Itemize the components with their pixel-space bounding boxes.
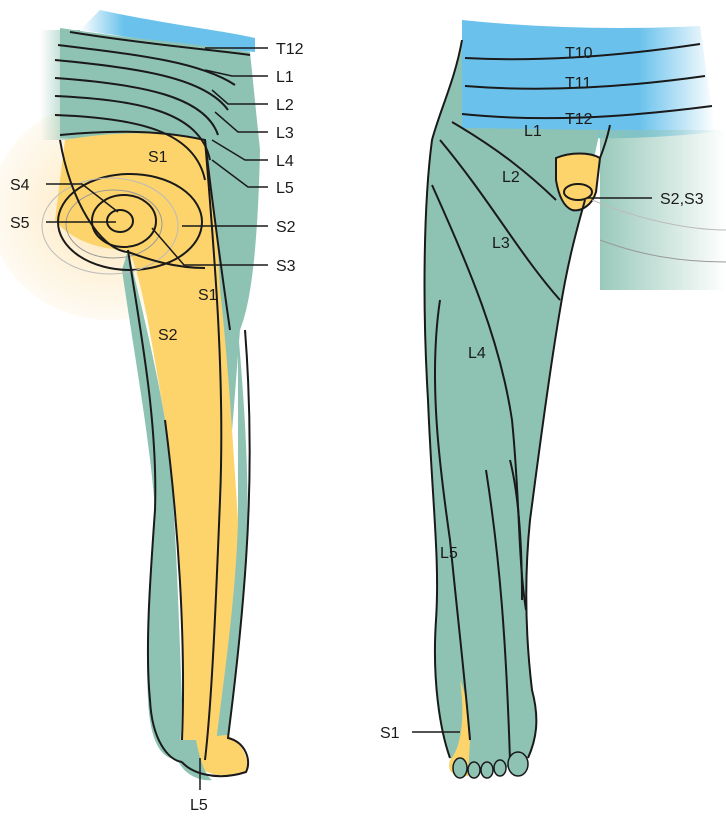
anterior-region-l5: L5 [440,545,458,562]
callout-l5: L5 [276,180,294,197]
callout-s2: S2 [276,219,296,236]
toe-2 [468,762,480,778]
callout-s4: S4 [10,177,30,194]
toe-1 [453,758,467,778]
callout-l5-foot: L5 [190,797,208,814]
posterior-region-s2: S2 [158,327,178,344]
posterior-region-s1-lower: S1 [198,287,218,304]
callout-l1: L1 [276,69,294,86]
anterior-view: T10 T11 T12 L1 L2 L3 L4 L5 S2,S3 S1 [380,20,726,778]
posterior-region-s1-upper: S1 [148,149,168,166]
anterior-region-t12: T12 [565,111,593,128]
toe-4 [494,760,506,776]
anterior-region-l3: L3 [492,235,510,252]
anterior-region-t11: T11 [565,75,591,92]
anterior-region-l1: L1 [524,123,542,140]
callout-s2s3: S2,S3 [660,191,704,208]
toe-5 [508,752,528,776]
callout-l4: L4 [276,153,294,170]
toe-3 [481,762,493,778]
anterior-leg-teal [425,40,600,770]
anterior-region-l4: L4 [468,345,486,362]
callout-l2: L2 [276,97,294,114]
posterior-view: S1 S1 S2 T12 L1 L2 L3 L4 L5 S4 S5 S2 S3 … [0,10,304,814]
callout-t12: T12 [276,41,304,58]
anterior-region-t10: T10 [565,45,593,62]
callout-l3: L3 [276,125,294,142]
anterior-region-l2: L2 [502,169,520,186]
callout-s3: S3 [276,258,296,275]
callout-s5: S5 [10,215,30,232]
callout-s1-anterior: S1 [380,725,400,742]
